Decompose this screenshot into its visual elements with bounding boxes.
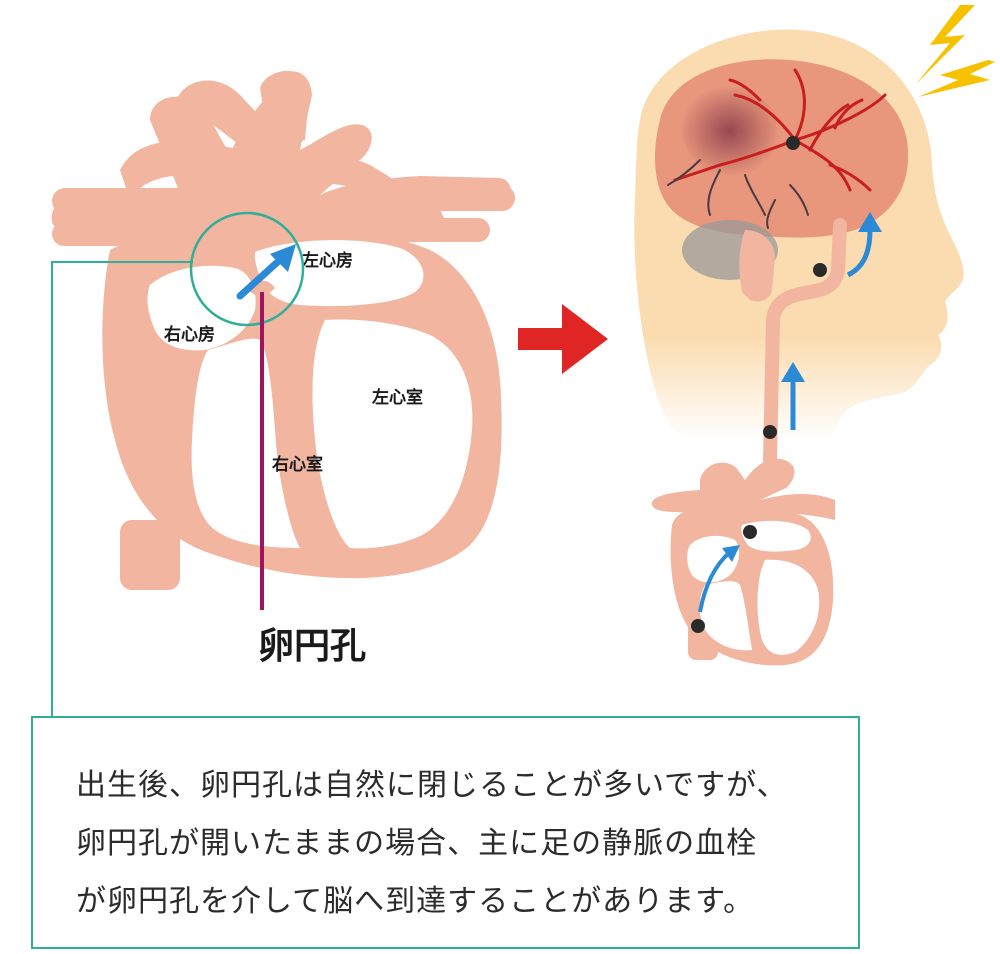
lightning-icon <box>918 60 995 97</box>
aortic-arch-curve <box>120 141 430 215</box>
callout-leader-line <box>51 261 193 718</box>
small-left-ventricle <box>757 559 820 655</box>
small-left-atrium <box>741 520 811 552</box>
small-aorta <box>651 458 835 520</box>
label-left-ventricle: 左心室 <box>372 387 423 408</box>
blue-flow-arrow-icon <box>236 244 296 300</box>
large-heart: 左心房 右心房 左心室 右心室 <box>51 70 515 590</box>
clot-dot-icon <box>743 525 757 539</box>
inferior-vena-cava <box>120 520 180 590</box>
red-arrow-icon <box>518 304 608 374</box>
blue-flow-arrow-icon <box>698 545 740 613</box>
left-ventricle <box>312 319 473 549</box>
clot-dot-icon <box>786 136 800 150</box>
left-atrium <box>254 240 424 307</box>
label-right-ventricle: 右心室 <box>272 454 323 475</box>
brainstem <box>739 230 775 302</box>
clot-dot-icon <box>691 619 705 633</box>
blue-flow-arrow-icon <box>846 212 882 278</box>
label-right-atrium: 右心房 <box>164 324 215 345</box>
carotid-artery <box>763 218 847 467</box>
head-illustration <box>634 5 995 467</box>
foramen-callout-circle <box>189 211 305 327</box>
explanation-line-3: が卵円孔を介して脳へ到達することがあります。 <box>76 884 755 919</box>
label-foramen-ovale: 卵円孔 <box>258 626 366 667</box>
pulmonary-vessel-right-lower <box>380 218 490 242</box>
small-heart <box>651 458 835 666</box>
blue-flow-arrow-icon <box>781 362 805 430</box>
explanation-line-2: 卵円孔が開いたままの場合、主に足の静脈の血栓 <box>76 826 758 861</box>
right-atrium <box>147 265 256 351</box>
label-left-atrium: 左心房 <box>302 250 353 271</box>
small-right-ventricle <box>699 581 752 651</box>
explanation-line-1: 出生後、卵円孔は自然に閉じることが多いですが、 <box>76 768 788 803</box>
aorta-branch <box>260 70 310 150</box>
clot-dot-icon <box>813 263 827 277</box>
aorta-top <box>175 80 300 175</box>
occluded-vessels <box>667 159 809 229</box>
pulmonary-vessel-upper <box>52 188 197 214</box>
clot-dot-icon <box>763 425 777 439</box>
right-ventricle <box>191 338 300 548</box>
explanation-box: 出生後、卵円孔は自然に閉じることが多いですが、 卵円孔が開いたままの場合、主に足… <box>31 716 860 949</box>
